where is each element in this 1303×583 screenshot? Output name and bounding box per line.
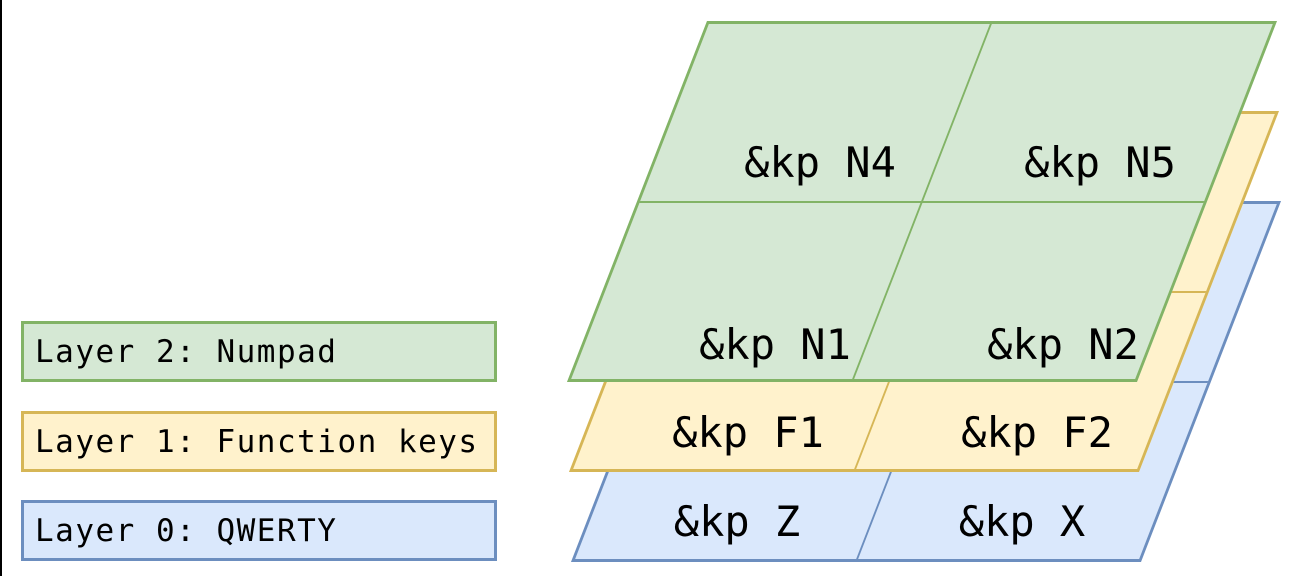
key-label-kp-n5: &kp N5 [1024, 138, 1176, 187]
legend-layer-1-function-keys: Layer 1: Function keys [21, 411, 497, 472]
key-label-kp-z: &kp Z [673, 497, 801, 546]
key-label-kp-n4: &kp N4 [744, 138, 896, 187]
key-label-kp-f2: &kp F2 [961, 408, 1113, 457]
image-border-left [0, 0, 2, 576]
legend-layer-0-qwerty: Layer 0: QWERTY [21, 500, 497, 561]
key-label-kp-f1: &kp F1 [672, 408, 824, 457]
key-label-kp-x: &kp X [958, 497, 1086, 546]
legend-layer-0-label: Layer 0: QWERTY [35, 512, 338, 549]
key-label-kp-n1: &kp N1 [699, 320, 851, 369]
legend-layer-1-label: Layer 1: Function keys [35, 423, 479, 460]
legend-layer-2-label: Layer 2: Numpad [35, 333, 338, 370]
legend-layer-2-numpad: Layer 2: Numpad [21, 321, 497, 382]
key-label-kp-n2: &kp N2 [987, 320, 1139, 369]
